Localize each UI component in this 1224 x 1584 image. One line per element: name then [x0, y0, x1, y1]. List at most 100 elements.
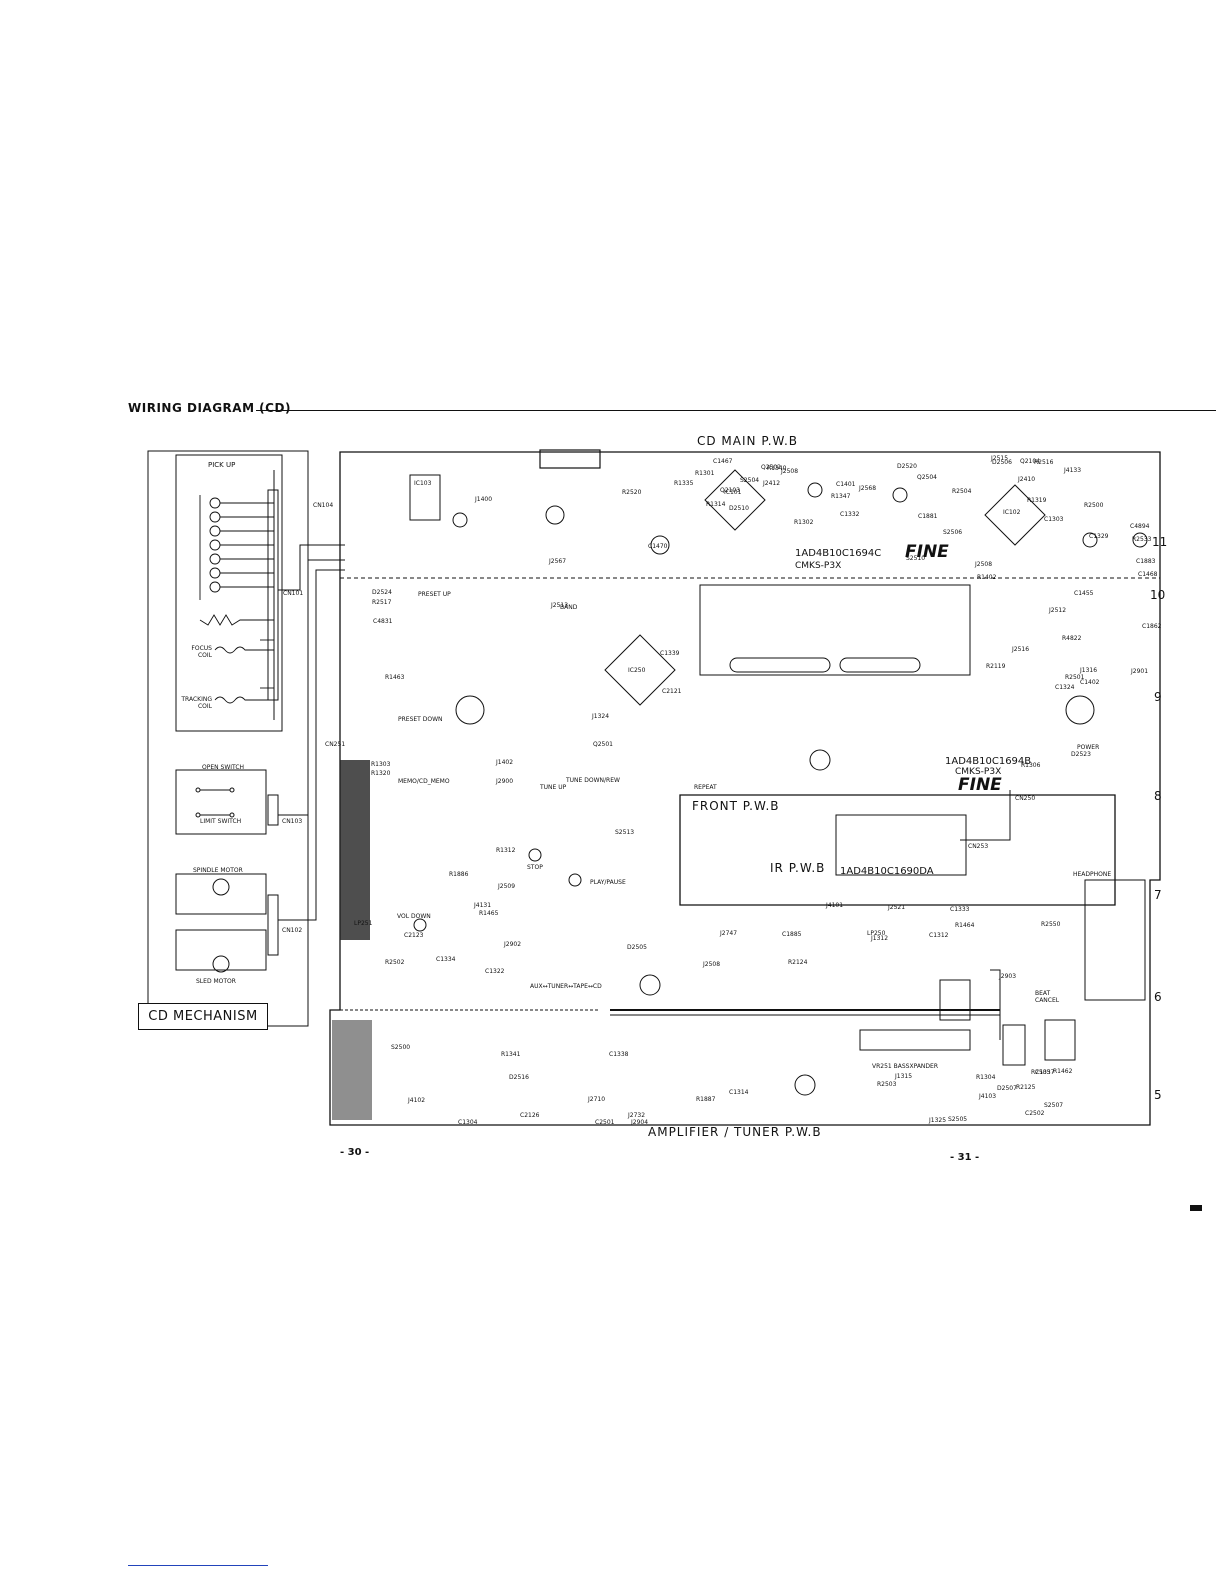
component-label: C2126 — [520, 1112, 540, 1119]
cn103-label: CN103 — [282, 818, 303, 825]
band-label: BAND — [560, 604, 578, 611]
ic102-label: IC102 — [1003, 509, 1021, 516]
focus-coil-label: FOCUS COIL — [191, 645, 212, 659]
component-label: R4822 — [1062, 635, 1082, 642]
headphone-label: HEADPHONE — [1073, 871, 1112, 878]
tracking-coil-label: TRACKING COIL — [181, 696, 212, 710]
component-label: R1340 — [767, 465, 787, 472]
page-number-left: - 30 - — [340, 1147, 370, 1158]
component-label: J1400 — [475, 496, 493, 503]
sled-motor-label: SLED MOTOR — [196, 978, 236, 985]
component-label: R1302 — [794, 519, 814, 526]
front-board-sub: CMKS-P3X — [955, 767, 1002, 777]
component-label: Q2504 — [917, 474, 937, 481]
component-label: J2904 — [631, 1119, 649, 1126]
component-label: J2412 — [763, 480, 781, 487]
component-label: J1315 — [895, 1073, 913, 1080]
component-label: C1401 — [836, 481, 856, 488]
component-label: S2510 — [906, 555, 926, 562]
component-label: C1332 — [840, 511, 860, 518]
component-label: J1312 — [871, 935, 889, 942]
amp-tuner-pwb-label: AMPLIFIER / TUNER P.W.B — [648, 1125, 822, 1139]
component-label: J2508 — [781, 468, 799, 475]
component-label: C1338 — [609, 1051, 629, 1058]
pick-up-label: PICK UP — [208, 461, 236, 469]
pickup-box — [175, 454, 283, 732]
component-label: R2520 — [622, 489, 642, 496]
grid-ref: 8 — [1154, 789, 1162, 803]
component-label: S2513 — [615, 829, 635, 836]
component-label: R1314 — [706, 501, 726, 508]
component-label: J4102 — [408, 1097, 426, 1104]
component-label: R2533 — [1132, 536, 1152, 543]
component-label: R2517 — [372, 599, 392, 606]
open-switch-label: OPEN SWITCH — [202, 764, 245, 771]
component-label: C1304 — [458, 1119, 478, 1126]
component-label: J1324 — [592, 713, 610, 720]
component-label: J2410 — [1018, 476, 1036, 483]
component-label: C1303 — [1044, 516, 1064, 523]
ir-pwb-label: IR P.W.B — [770, 861, 826, 875]
component-label: Q2103 — [720, 487, 740, 494]
component-label: Q2104 — [1020, 458, 1040, 465]
cn104-label: CN104 — [313, 502, 334, 509]
component-label: C1470 — [648, 543, 668, 550]
component-label: R1464 — [955, 922, 975, 929]
grid-ref: 9 — [1154, 690, 1162, 704]
tune-down-label: TUNE DOWN/REW — [566, 777, 620, 784]
component-label: C1322 — [485, 968, 505, 975]
component-label: D2516 — [509, 1074, 529, 1081]
component-label: J2509 — [498, 883, 516, 890]
preset-down-label: PRESET DOWN — [398, 716, 443, 723]
component-label: S2506 — [943, 529, 963, 536]
mechanism-frame — [147, 450, 309, 1027]
component-label: R2505 — [1031, 1069, 1051, 1076]
component-label: J4103 — [979, 1093, 997, 1100]
component-label: R1319 — [1027, 497, 1047, 504]
ic250-label: IC250 — [628, 667, 646, 674]
cn253-label: CN253 — [968, 843, 989, 850]
title-rule — [256, 410, 1216, 411]
component-label: J2567 — [549, 558, 567, 565]
component-label: J4131 — [474, 902, 492, 909]
component-label: R2124 — [788, 959, 808, 966]
component-label: J2901 — [1131, 668, 1149, 675]
component-label: R1303 — [371, 761, 391, 768]
component-label: C4831 — [373, 618, 393, 625]
component-label: C1881 — [918, 513, 938, 520]
component-label: R2504 — [952, 488, 972, 495]
component-label: R2125 — [1016, 1084, 1036, 1091]
cd-main-pwb-label: CD MAIN P.W.B — [697, 434, 799, 448]
ic103-label: IC103 — [414, 480, 432, 487]
vol-down-label: VOL DOWN — [397, 913, 431, 920]
component-label: LP250 — [867, 930, 886, 937]
component-label: R2550 — [1041, 921, 1061, 928]
component-label: J1325 — [929, 1117, 947, 1124]
component-label: C1314 — [729, 1089, 749, 1096]
component-label: C4894 — [1130, 523, 1150, 530]
component-label: J2521 — [888, 904, 906, 911]
component-label: C1862 — [1142, 623, 1162, 630]
component-label: C1329 — [1089, 533, 1109, 540]
component-label: C1324 — [1055, 684, 1075, 691]
cn250-label: CN250 — [1015, 795, 1036, 802]
component-label: J2512 — [1049, 607, 1067, 614]
component-label: R1463 — [385, 674, 405, 681]
component-label: C2502 — [1025, 1110, 1045, 1117]
component-label: LP251 — [354, 920, 373, 927]
memo-label: MEMO/CD_MEMO — [398, 778, 450, 785]
component-label: Q2501 — [593, 741, 613, 748]
main-board-sub: CMKS-P3X — [795, 561, 842, 571]
component-label: R1320 — [371, 770, 391, 777]
component-label: C2121 — [662, 688, 682, 695]
component-label: J2516 — [1012, 646, 1030, 653]
page-title: WIRING DIAGRAM (CD) — [128, 401, 291, 415]
component-label: R1306 — [1021, 762, 1041, 769]
fine-logo-front: FINE — [958, 775, 1002, 795]
play-pause-label: PLAY/PAUSE — [590, 879, 626, 886]
component-label: J2747 — [720, 930, 738, 937]
component-label: J2732 — [628, 1112, 646, 1119]
bottom-rule — [128, 1565, 268, 1566]
component-label: D2507 — [997, 1085, 1017, 1092]
